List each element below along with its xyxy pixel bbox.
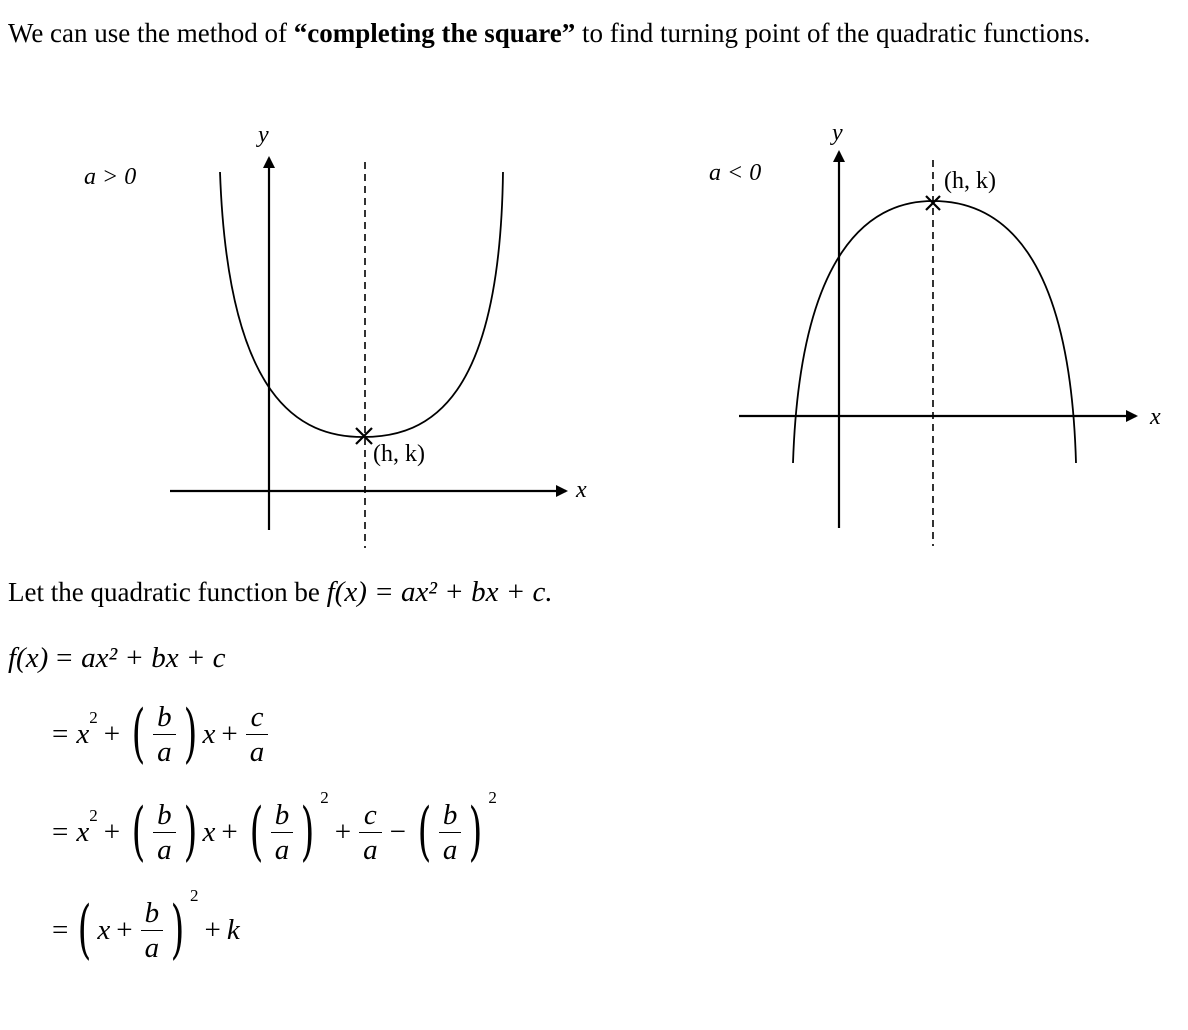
intro-suffix: to find turning point of the quadratic f…: [575, 18, 1091, 48]
line1-rhs: = ax² + bx + c: [54, 641, 226, 674]
exp-2a: 2: [89, 708, 98, 727]
plus-3b: +: [221, 815, 238, 848]
num: b: [274, 798, 290, 831]
vertex-label-right: (h, k): [944, 168, 996, 194]
intro-emphasis: “completing the square”: [293, 18, 576, 48]
plus-2b: +: [221, 717, 238, 750]
x-axis-label-right: x: [1149, 404, 1161, 430]
condition-right: a < 0: [709, 160, 761, 186]
num: b: [144, 896, 160, 929]
plus-2a: +: [103, 717, 121, 750]
lhs-fx: f(x): [8, 641, 49, 674]
den: a: [274, 833, 290, 866]
exp-3a: 2: [89, 806, 98, 825]
vertex-marker-left: [355, 427, 373, 445]
num: b: [157, 700, 172, 733]
x-2a: x: [76, 717, 90, 750]
eq-3: =: [52, 815, 69, 848]
paren-open: (: [77, 893, 92, 967]
definition-text: Let the quadratic function be: [8, 577, 327, 607]
den: a: [442, 833, 458, 866]
paren-close: ): [170, 893, 185, 967]
num: c: [250, 700, 264, 733]
plus-3c: +: [334, 815, 352, 848]
paren-open: (: [131, 697, 146, 771]
paren-close: ): [183, 795, 197, 869]
den: a: [157, 735, 172, 768]
paren-close: ): [300, 795, 315, 869]
condition-left: a > 0: [84, 164, 136, 190]
den: a: [157, 833, 172, 866]
x-2b: x: [202, 717, 216, 750]
y-axis-label-right: y: [830, 120, 843, 146]
plus-4b: +: [204, 913, 221, 946]
den: a: [144, 931, 160, 964]
k-4: k: [226, 913, 240, 946]
parabola-curve-right: [792, 200, 1077, 464]
parabola-curve-left: [219, 171, 504, 438]
paren-open: (: [417, 795, 432, 869]
eq-4: =: [52, 913, 69, 946]
minus-3: −: [389, 815, 406, 848]
exp-4: 2: [190, 886, 199, 905]
num: c: [363, 798, 377, 831]
num: b: [442, 798, 458, 831]
den: a: [363, 833, 378, 866]
paren-close: ): [183, 697, 197, 771]
num: b: [157, 798, 172, 831]
exp-3c: 2: [488, 788, 497, 807]
y-axis-label-left: y: [256, 122, 269, 148]
exp-3b: 2: [320, 788, 329, 807]
paren-close: ): [469, 795, 483, 869]
quadratic-definition: Let the quadratic function be f(x) = ax²…: [8, 573, 553, 611]
definition-formula: f(x) = ax² + bx + c.: [326, 576, 553, 608]
vertex-marker-right: [925, 195, 941, 211]
plus-3a: +: [103, 815, 121, 848]
x-4: x: [97, 913, 111, 946]
paren-open: (: [131, 795, 146, 869]
derivation-line-1: f(x) = ax² + bx + c: [8, 628, 226, 688]
eq-2: =: [52, 717, 69, 750]
x-axis-label-left: x: [575, 477, 587, 503]
paren-open: (: [249, 795, 264, 869]
x-3a: x: [76, 815, 90, 848]
plus-4a: +: [116, 913, 133, 946]
den: a: [249, 735, 265, 768]
intro-prefix: We can use the method of: [8, 18, 294, 48]
vertex-label-left: (h, k): [373, 441, 425, 467]
intro-paragraph: We can use the method of “completing the…: [8, 14, 1178, 52]
x-3b: x: [202, 815, 216, 848]
